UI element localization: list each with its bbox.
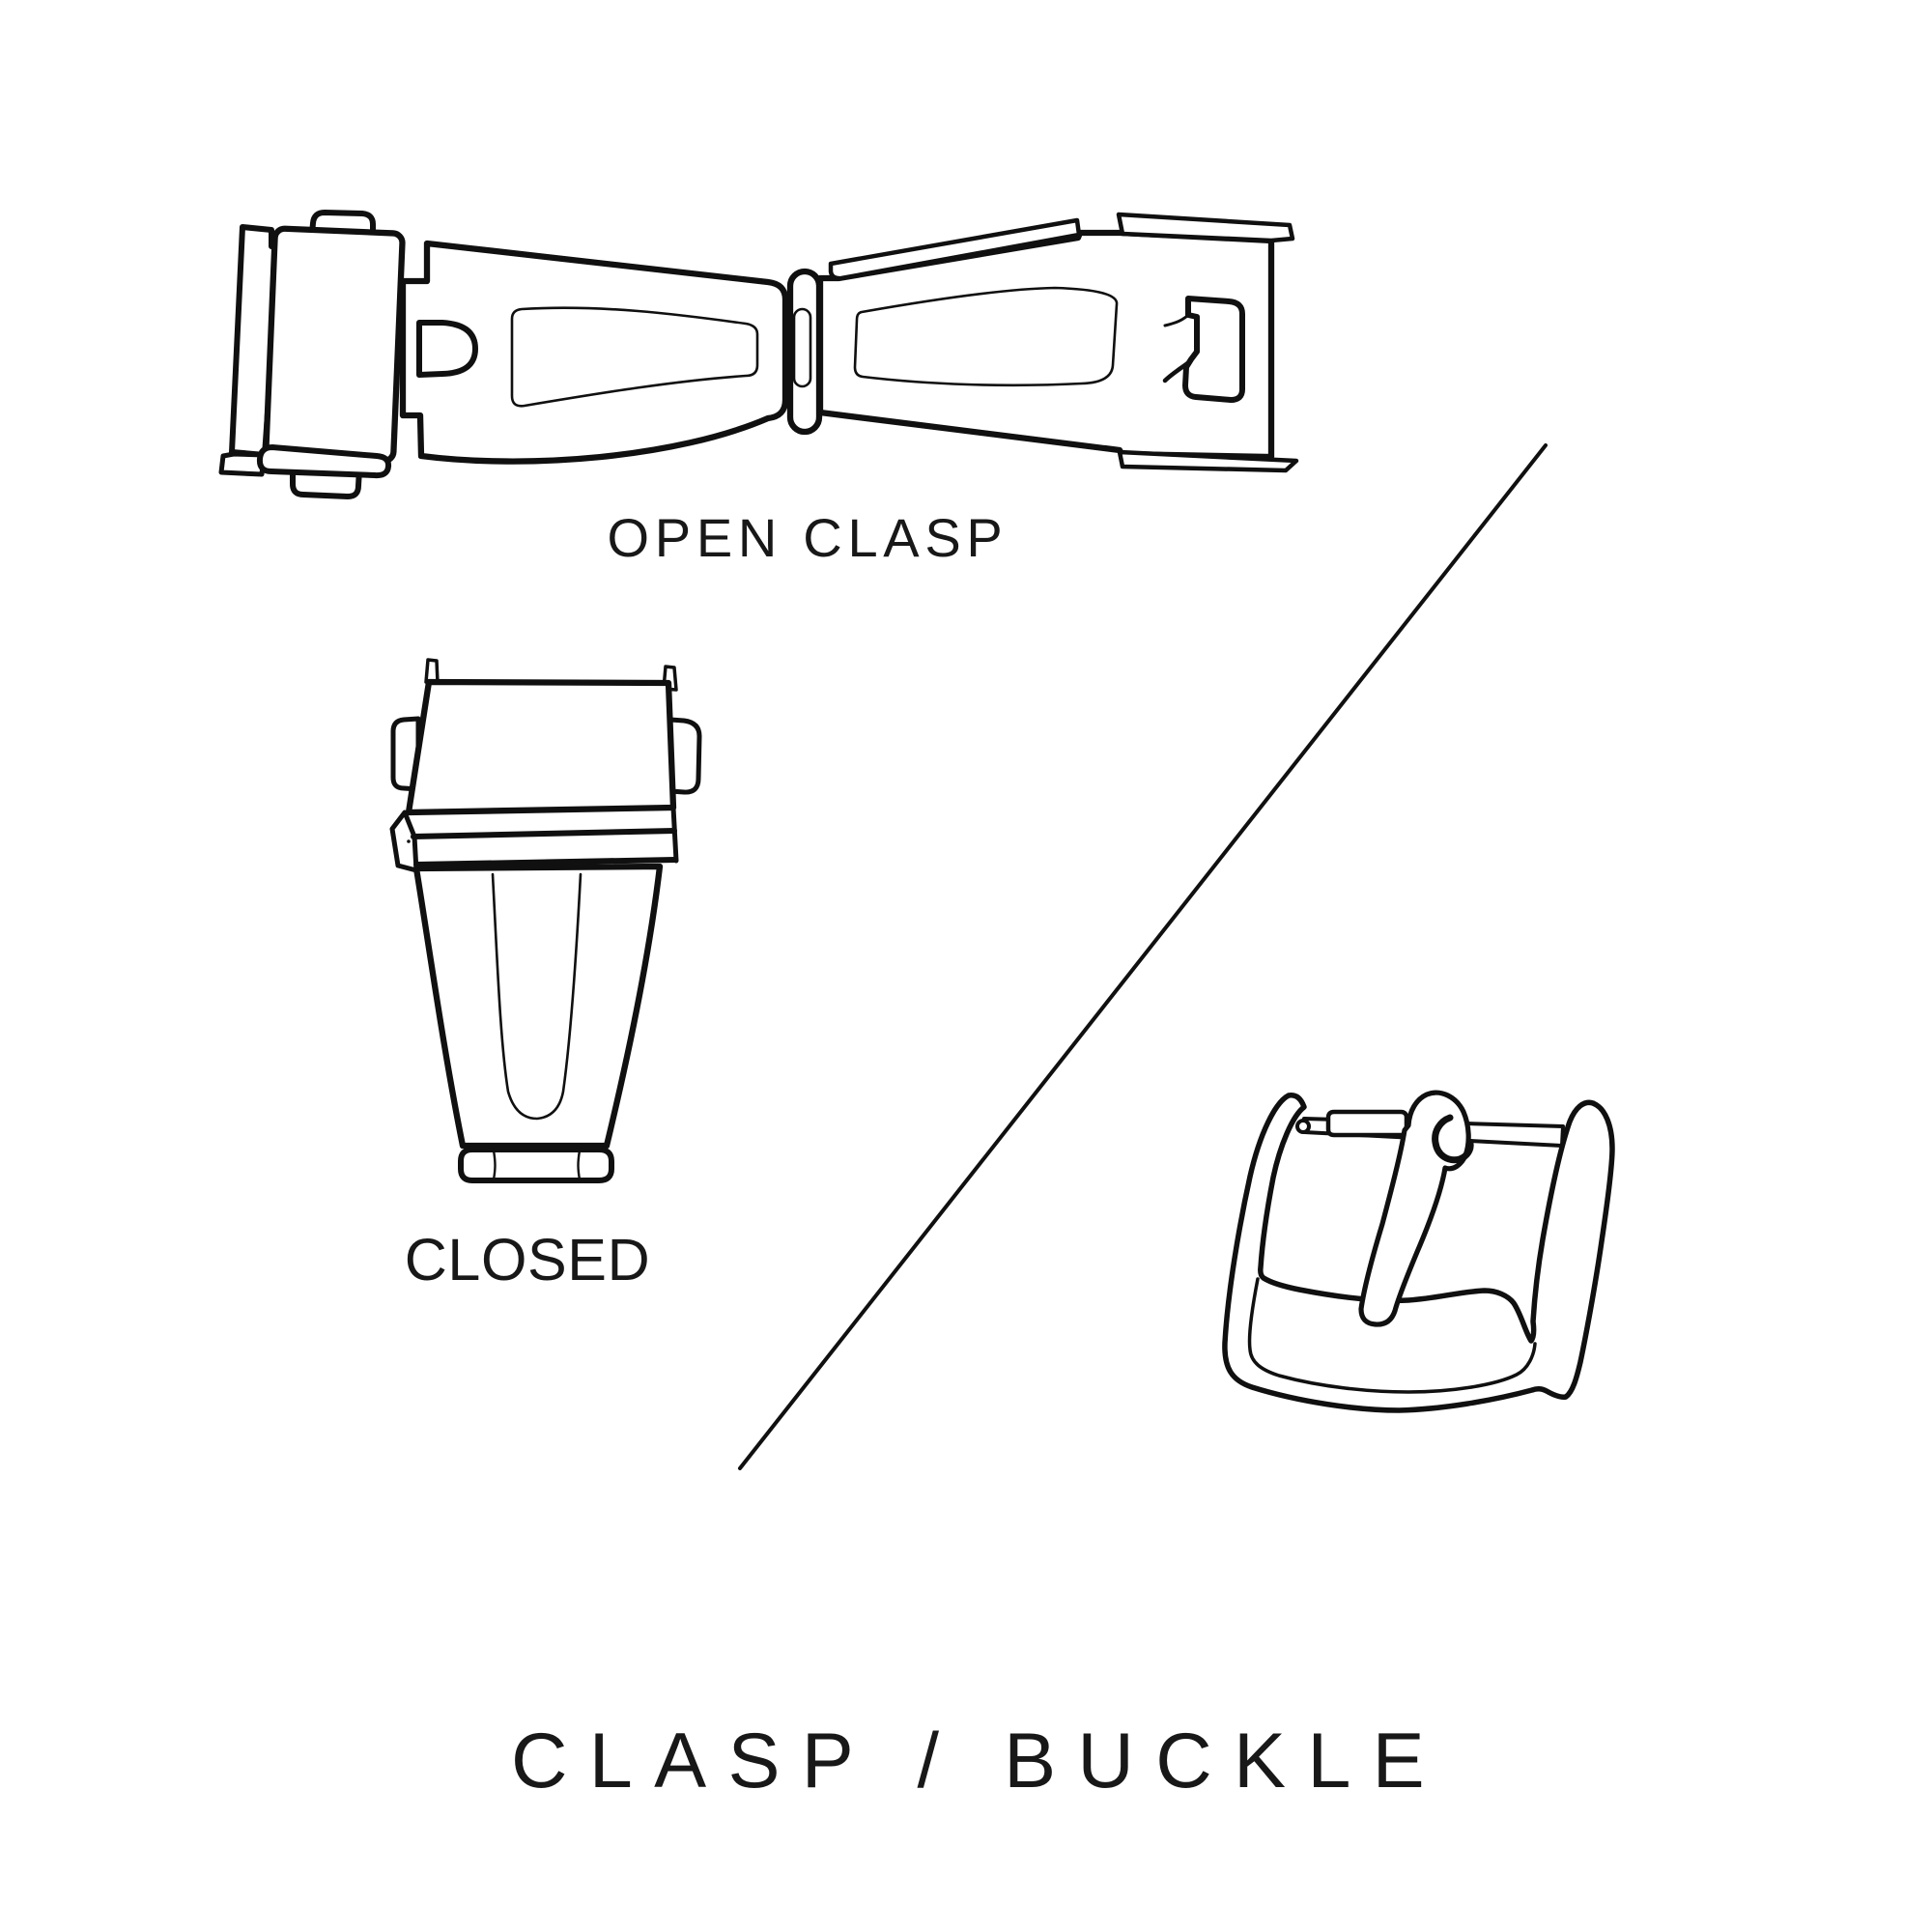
svg-text:CLOSED: CLOSED [405, 1227, 650, 1293]
svg-text:OPEN CLASP: OPEN CLASP [608, 507, 1009, 568]
svg-text:CLASP / BUCKLE: CLASP / BUCKLE [511, 1718, 1446, 1804]
